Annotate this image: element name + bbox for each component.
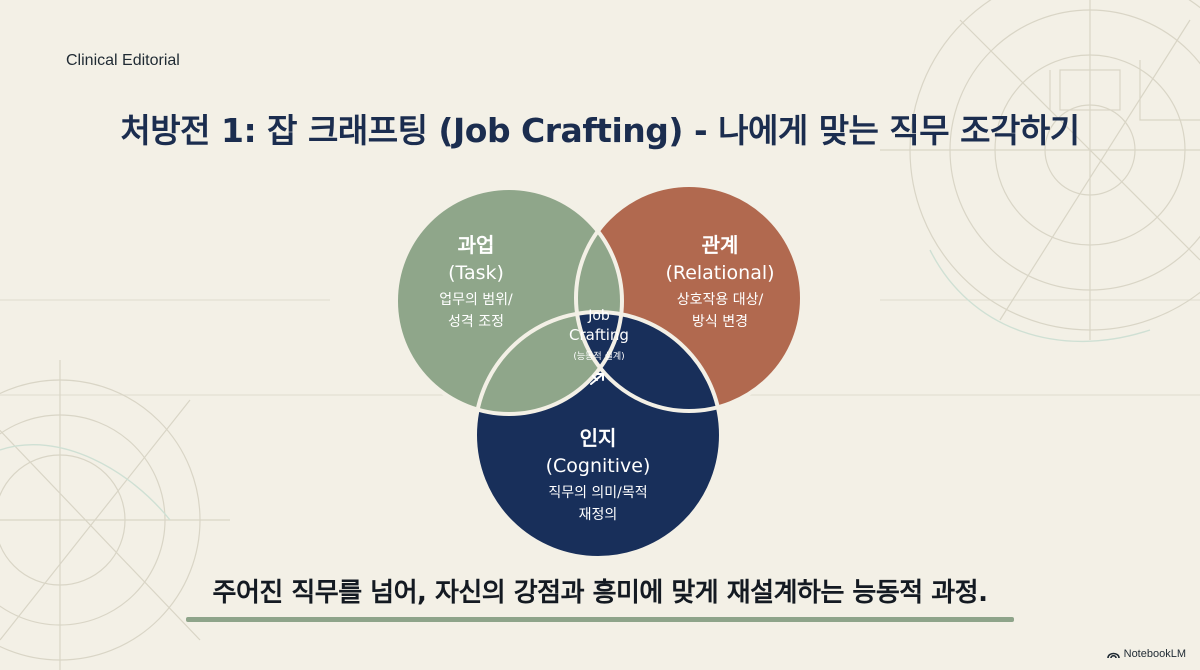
brand-label: Clinical Editorial [66,52,180,69]
caption-text: 주어진 직무를 넘어, 자신의 강점과 흥미에 맞게 재설계하는 능동적 과정. [212,578,988,608]
task-title: 과업 [458,233,495,257]
relational-title: 관계 [702,233,739,257]
relational-desc-line2: 방식 변경 [692,314,748,330]
center-line1: Job [587,308,610,324]
task-desc-line1: 업무의 범위/ [439,292,513,308]
caption-underline [186,617,1014,622]
cognitive-title: 인지 [580,426,617,450]
cognitive-desc-line1: 직무의 의미/목적 [548,485,647,501]
center-line3: (능동적 설계) [573,350,624,362]
task-cognitive-overlap [475,312,622,414]
page-title: 처방전 1: 잡 크래프팅 (Job Crafting) - 나에게 맞는 직무… [120,111,1080,150]
task-desc-line2: 성격 조정 [448,314,504,330]
crafting-arrow-icon [590,373,604,385]
task-subtitle: (Task) [448,262,504,284]
relational-subtitle: (Relational) [665,262,774,284]
footer-label: NotebookLM [1123,648,1186,660]
footer-brand: NotebookLM [1106,648,1186,660]
relational-cognitive-overlap [576,312,721,411]
cognitive-subtitle: (Cognitive) [546,455,651,477]
center-line2: Crafting [569,326,629,344]
notebooklm-icon [1106,652,1120,659]
relational-desc-line1: 상호작용 대상/ [677,292,764,308]
cognitive-desc-line2: 재정의 [579,507,618,523]
